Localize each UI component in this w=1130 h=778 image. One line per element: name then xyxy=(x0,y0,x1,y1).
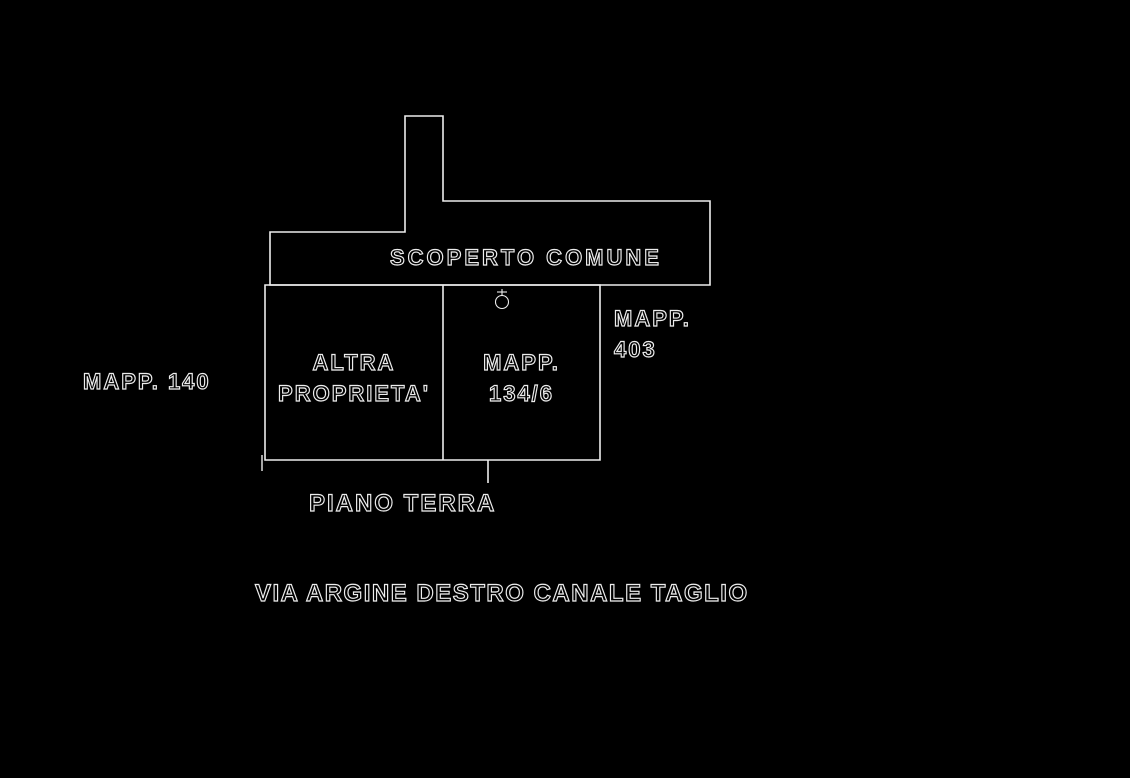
parcel-403-label: MAPP. 403 xyxy=(613,303,691,365)
parcel-403-line2: 403 xyxy=(613,336,657,362)
courtyard-label: SCOPERTO COMUNE xyxy=(389,244,662,270)
other-property-line1: ALTRA xyxy=(312,349,396,375)
parcel-134-line1: MAPP. xyxy=(483,349,560,375)
parcel-403-line1: MAPP. xyxy=(613,305,691,331)
floor-label: PIANO TERRA xyxy=(308,489,497,517)
north-symbol-icon xyxy=(494,289,510,310)
parcel-134-line2: 134/6 xyxy=(488,380,555,406)
parcel-134-label: MAPP. 134/6 xyxy=(444,347,599,409)
street-label: VIA ARGINE DESTRO CANALE TAGLIO xyxy=(254,579,749,607)
other-property-label: ALTRA PROPRIETA' xyxy=(266,347,442,409)
other-property-line2: PROPRIETA' xyxy=(277,380,430,406)
parcel-140-label: MAPP. 140 xyxy=(82,368,211,394)
rooms-outline xyxy=(264,284,601,461)
